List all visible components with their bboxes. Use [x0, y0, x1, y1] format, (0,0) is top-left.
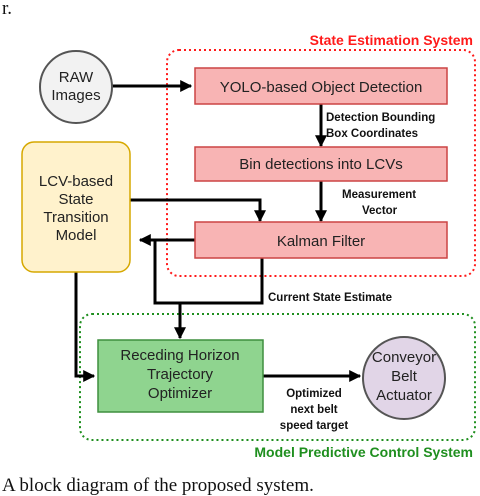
lcv-model-label-1: LCV-based	[39, 173, 113, 190]
actuator-node	[362, 336, 446, 420]
optimizer-node	[97, 339, 264, 413]
lcv-model-label-3: Transition	[43, 209, 108, 226]
actuator-label-3: Actuator	[376, 387, 432, 404]
yolo-node	[194, 67, 448, 105]
actuator-label-2: Belt	[391, 368, 418, 385]
actuator-label-1: Conveyor	[372, 349, 436, 366]
speed-target-label-3: speed target	[280, 420, 349, 432]
edge-state-loop	[153, 240, 180, 305]
caption-top-fragment: r.	[2, 0, 12, 19]
raw-images-label-2: Images	[51, 87, 100, 104]
optimizer-label-2: Trajectory	[147, 366, 214, 383]
bbox-label-2: Box Coordinates	[326, 128, 418, 140]
measurement-label-2: Vector	[362, 205, 398, 217]
lcv-model-label-4: Model	[56, 227, 97, 244]
raw-images-node	[39, 50, 113, 124]
lcv-model-label-2: State	[58, 191, 93, 208]
raw-images-label-1: RAW	[59, 69, 94, 86]
optimizer-label-1: Receding Horizon	[120, 347, 239, 364]
caption-bottom-fragment: A block diagram of the proposed system.	[2, 475, 314, 496]
state-estimate-label: Current State Estimate	[268, 292, 392, 304]
measurement-label-1: Measurement	[342, 189, 416, 201]
edge-model-to-kalman	[130, 198, 266, 223]
kalman-node	[194, 221, 448, 259]
edge-kalman-to-optimizer	[174, 258, 264, 340]
bin-node	[194, 146, 448, 182]
kalman-label: Kalman Filter	[277, 233, 365, 250]
speed-target-label-1: Optimized	[286, 388, 342, 400]
bbox-label-1: Detection Bounding	[326, 112, 435, 124]
state-estimation-group	[166, 49, 476, 277]
mpc-title: Model Predictive Control System	[254, 444, 473, 460]
bin-label: Bin detections into LCVs	[239, 156, 402, 173]
lcv-model-node	[21, 141, 131, 273]
yolo-label: YOLO-based Object Detection	[220, 79, 423, 96]
optimizer-label-3: Optimizer	[148, 385, 212, 402]
speed-target-label-2: next belt	[290, 404, 337, 416]
edge-model-to-optimizer	[74, 272, 96, 382]
state-estimation-title: State Estimation System	[310, 32, 473, 48]
